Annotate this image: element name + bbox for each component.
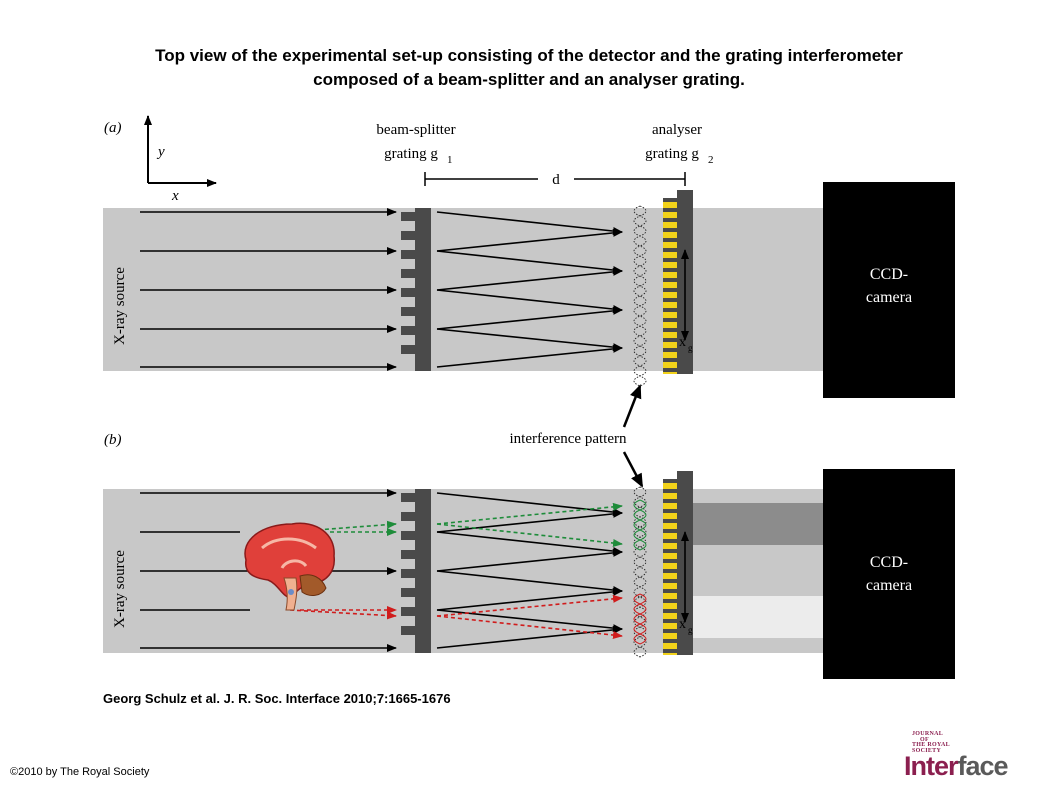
logo-wordmark-part1: Inter bbox=[904, 751, 959, 781]
citation: Georg Schulz et al. J. R. Soc. Interface… bbox=[103, 691, 451, 706]
interference-pattern-label: interference pattern bbox=[509, 431, 627, 447]
distance-bracket: d bbox=[424, 172, 686, 188]
axis-x-label: x bbox=[171, 188, 179, 204]
logo-wordmark-part2: face bbox=[957, 751, 1009, 781]
interference-pattern-a bbox=[633, 205, 647, 387]
refracted-rays-red bbox=[436, 594, 623, 640]
xg-label-b: x bbox=[679, 617, 686, 632]
beam-splitter-grating-b bbox=[401, 489, 431, 653]
panel-b: (b) X-ray source bbox=[103, 432, 955, 679]
xray-source-label-b: X-ray source bbox=[112, 550, 128, 628]
beam-splitter-label-line2: grating g bbox=[384, 146, 438, 162]
logo-wordmark: Interface bbox=[904, 751, 1009, 781]
xg-arrow-b: x g bbox=[679, 531, 693, 635]
ccd-camera-a-line2: camera bbox=[866, 289, 912, 306]
logo-line-2: OF bbox=[920, 737, 929, 743]
ccd-camera-b bbox=[823, 469, 955, 679]
logo-line-3: THE ROYAL bbox=[912, 742, 950, 748]
interference-pattern-callout: interference pattern bbox=[509, 384, 644, 488]
page-title: Top view of the experimental set-up cons… bbox=[0, 44, 1058, 92]
beam-band-light bbox=[693, 596, 823, 638]
incoming-rays-a bbox=[140, 208, 397, 371]
refracted-rays-green bbox=[436, 502, 623, 548]
beam-splitter-subscript: 1 bbox=[447, 154, 453, 166]
diffracted-rays-a bbox=[436, 211, 623, 368]
xray-source-label-a: X-ray source bbox=[112, 267, 128, 345]
shifted-pattern-red bbox=[633, 593, 647, 645]
journal-logo: JOURNAL OF THE ROYAL SOCIETY Interface bbox=[904, 731, 1014, 781]
beam-splitter-label-line1: beam-splitter bbox=[376, 122, 455, 138]
xg-subscript-b: g bbox=[688, 625, 693, 635]
distance-label: d bbox=[552, 172, 560, 188]
analyser-label-line1: analyser bbox=[652, 122, 702, 138]
panel-a-label: (a) bbox=[104, 120, 122, 136]
logo-line-1: JOURNAL bbox=[912, 731, 944, 737]
copyright-notice: ©2010 by The Royal Society bbox=[10, 766, 150, 778]
analyser-label-line2: grating g bbox=[645, 146, 699, 162]
brain-sample bbox=[244, 522, 335, 611]
ccd-camera-b-line1: CCD- bbox=[870, 554, 908, 571]
axis-indicator: y x bbox=[144, 115, 217, 204]
beam-splitter-grating-a bbox=[401, 208, 431, 371]
ccd-camera-a-line1: CCD- bbox=[870, 266, 908, 283]
panel-a: (a) y x beam-splitter grating g 1 analys… bbox=[103, 115, 955, 398]
title-line-1: Top view of the experimental set-up cons… bbox=[155, 46, 903, 65]
logo-line-4: SOCIETY bbox=[912, 748, 942, 754]
ccd-camera-a bbox=[823, 182, 955, 398]
shifted-pattern-green bbox=[633, 499, 647, 551]
panel-b-label: (b) bbox=[104, 432, 122, 448]
analyser-subscript: 2 bbox=[708, 154, 714, 166]
title-line-2: composed of a beam-splitter and an analy… bbox=[313, 70, 745, 89]
axis-y-label: y bbox=[156, 144, 165, 160]
ccd-camera-b-line2: camera bbox=[866, 577, 912, 594]
xg-arrow-a: x g bbox=[679, 249, 693, 353]
xg-label-a: x bbox=[679, 335, 686, 350]
xg-subscript-a: g bbox=[688, 343, 693, 353]
beam-band-dark bbox=[693, 503, 823, 545]
